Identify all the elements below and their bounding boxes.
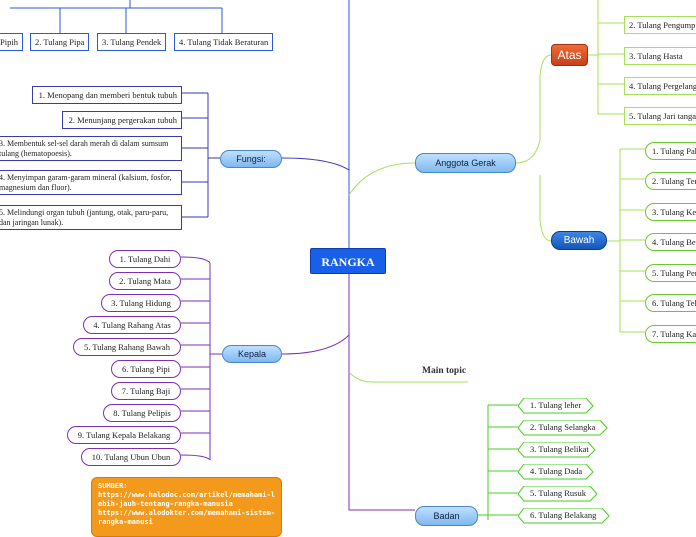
atas-connector bbox=[588, 0, 624, 115]
badan-item-label: 4. Tulang Dada bbox=[530, 466, 583, 476]
fungsi-connector bbox=[182, 92, 350, 218]
fungsi-item[interactable]: 5. Melindungi organ tubuh (jantung, otak… bbox=[0, 205, 182, 230]
bawah-item[interactable]: 2. Tulang Ten bbox=[645, 172, 696, 190]
atas-branch[interactable]: Atas bbox=[551, 44, 588, 66]
badan-item[interactable]: 1. Tulang leher bbox=[518, 398, 594, 414]
badan-item[interactable]: 2. Tulang Selangka bbox=[518, 420, 608, 436]
badan-item-label: 3. Tulang Belikat bbox=[530, 444, 589, 454]
bawah-item[interactable]: 6. Tulang Tel bbox=[645, 294, 696, 312]
main-topic-node[interactable]: Main topic bbox=[422, 366, 467, 376]
fungsi-item[interactable]: 4. Menyimpan garam-garam mineral (kalsiu… bbox=[0, 170, 182, 195]
badan-item-shape bbox=[518, 398, 594, 414]
kepala-item[interactable]: 8. Tulang Pelipis bbox=[103, 404, 181, 422]
badan-branch[interactable]: Badan bbox=[415, 506, 478, 526]
bentuk-item[interactable]: 3. Tulang Pendek bbox=[97, 33, 167, 51]
bawah-item[interactable]: 7. Tulang Ka bbox=[645, 325, 696, 343]
badan-item-label: 6. Tulang Belakang bbox=[530, 510, 597, 520]
badan-item-shape bbox=[518, 464, 594, 480]
root-node[interactable]: RANGKA bbox=[310, 248, 386, 274]
bawah-branch[interactable]: Bawah bbox=[551, 231, 607, 250]
fungsi-item[interactable]: 3. Membentuk sel-sel darah merah di dala… bbox=[0, 136, 182, 161]
bawah-connector bbox=[607, 148, 645, 333]
source-text: SUMBER: https://www.halodoc.com/artikel/… bbox=[98, 482, 276, 526]
kepala-item[interactable]: 7. Tulang Baji bbox=[111, 382, 181, 400]
bawah-item[interactable]: 1. Tulang Pah bbox=[645, 142, 696, 160]
atas-item[interactable]: 5. Tulang Jari tanga bbox=[624, 107, 696, 125]
badan-item-label: 2. Tulang Selangka bbox=[530, 422, 596, 432]
kepala-item[interactable]: 9. Tulang Kepala Belakang bbox=[67, 426, 181, 444]
kepala-item[interactable]: 5. Tulang Rahang Bawah bbox=[73, 338, 181, 356]
atas-item[interactable]: 3. Tulang Hasta bbox=[624, 47, 696, 65]
kepala-item[interactable]: 6. Tulang Pipi bbox=[111, 360, 181, 378]
bawah-item[interactable]: 5. Tulang Per bbox=[645, 264, 696, 282]
bentuk-item[interactable]: 4. Tulang Tidak Beraturan bbox=[174, 33, 274, 51]
connector-lines bbox=[10, 0, 645, 520]
kepala-item[interactable]: 3. Tulang Hidung bbox=[101, 294, 181, 312]
kepala-connector bbox=[180, 256, 350, 461]
root-trunk-lower-line bbox=[348, 274, 415, 511]
bentuk-item[interactable]: Pipih bbox=[0, 33, 23, 51]
badan-item[interactable]: 4. Tulang Dada bbox=[518, 464, 594, 480]
atas-item[interactable]: 4. Tulang Pergelang bbox=[624, 77, 696, 95]
anggota-gerak-connector bbox=[348, 54, 552, 242]
bentuk-connector bbox=[10, 0, 223, 33]
bawah-item[interactable]: 4. Tulang Bet bbox=[645, 233, 696, 251]
badan-connector bbox=[478, 404, 518, 520]
badan-item-label: 1. Tulang leher bbox=[530, 400, 582, 410]
badan-item-shape bbox=[518, 442, 596, 458]
main-topic-connector bbox=[348, 371, 468, 383]
badan-item[interactable]: 3. Tulang Belikat bbox=[518, 442, 596, 458]
fungsi-item[interactable]: 2. Menunjang pergerakan tubuh bbox=[62, 111, 182, 129]
kepala-item[interactable]: 10. Tulang Ubun Ubun bbox=[81, 448, 181, 466]
atas-item[interactable]: 2. Tulang Pengump bbox=[624, 16, 696, 34]
fungsi-branch[interactable]: Fungsi: bbox=[220, 150, 282, 168]
badan-item-shape bbox=[518, 486, 598, 502]
kepala-item[interactable]: 2. Tulang Mata bbox=[109, 272, 181, 290]
bentuk-item[interactable]: 2. Tulang Pipa bbox=[30, 33, 90, 51]
fungsi-item[interactable]: 1. Menopang dan memberi bentuk tubuh bbox=[32, 86, 182, 104]
bawah-item[interactable]: 3. Tulang Ker bbox=[645, 203, 696, 221]
badan-item-label: 5. Tulang Rusuk bbox=[530, 488, 586, 498]
kepala-item[interactable]: 4. Tulang Rahang Atas bbox=[83, 316, 181, 334]
badan-item-shape bbox=[518, 420, 608, 436]
anggota-gerak-branch[interactable]: Anggota Gerak bbox=[415, 153, 516, 173]
badan-item[interactable]: 5. Tulang Rusuk bbox=[518, 486, 598, 502]
source-note[interactable]: SUMBER: https://www.halodoc.com/artikel/… bbox=[91, 477, 282, 537]
badan-item[interactable]: 6. Tulang Belakang bbox=[518, 508, 610, 524]
kepala-branch[interactable]: Kepala bbox=[222, 345, 282, 363]
kepala-item[interactable]: 1. Tulang Dahi bbox=[109, 250, 181, 268]
